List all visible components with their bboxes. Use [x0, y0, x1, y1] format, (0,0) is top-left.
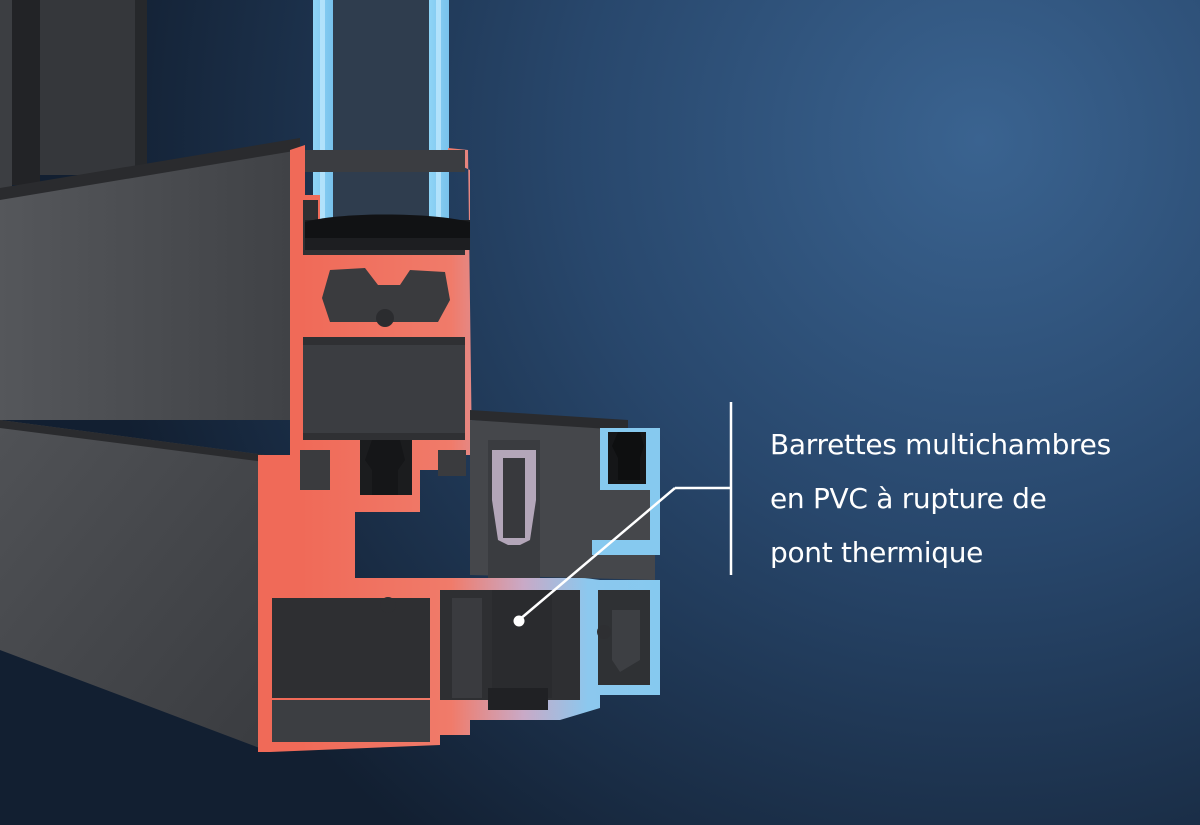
glazing-bead: [305, 150, 470, 250]
callout-pointer-line: [518, 487, 676, 621]
frame-cross-section: [258, 455, 660, 752]
sash-cross-section: [268, 145, 472, 590]
sliding-sash-profile: [470, 410, 660, 580]
callout-label: Barrettes multichambres en PVC à rupture…: [770, 418, 1190, 580]
sash-profile-face: [0, 138, 305, 420]
callout-line-2: en PVC à rupture de: [770, 482, 1047, 515]
callout-leader: [513, 402, 733, 627]
frame-profile-face: [0, 420, 265, 750]
glass-pane: [313, 0, 449, 230]
rear-frame: [0, 0, 147, 190]
callout-line-3: pont thermique: [770, 536, 984, 569]
callout-line-1: Barrettes multichambres: [770, 428, 1111, 461]
leader-dot-icon: [513, 615, 525, 627]
